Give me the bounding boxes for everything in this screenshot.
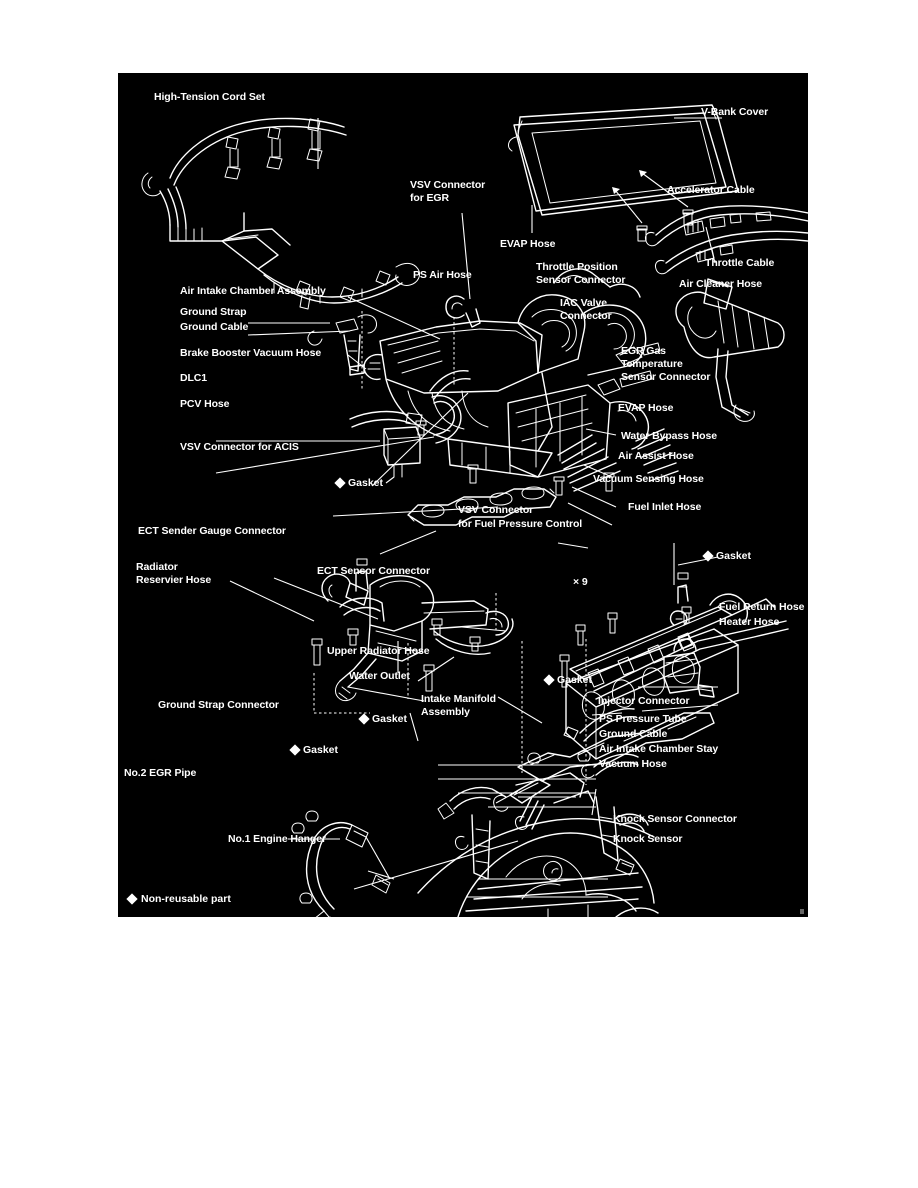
label-egr-gas-temp-line3: Sensor Connector bbox=[621, 371, 711, 383]
gasket-label-3: Gasket bbox=[557, 674, 593, 686]
label-evap-hose-top: EVAP Hose bbox=[500, 238, 556, 250]
right-stack-leaders bbox=[438, 764, 596, 808]
label-dlc1: DLC1 bbox=[180, 372, 208, 384]
diamond-icon bbox=[702, 550, 714, 562]
v-bank-cover-art bbox=[508, 104, 739, 242]
diagram-artwork bbox=[141, 104, 808, 917]
label-vacuum-hose: Vacuum Hose bbox=[599, 758, 667, 770]
label-ps-air-hose: PS Air Hose bbox=[413, 269, 472, 281]
label-ground-cable-top: Ground Cable bbox=[180, 321, 249, 333]
label-throttle-position-sensor-line2: Sensor Connector bbox=[536, 274, 626, 286]
diamond-icon bbox=[289, 744, 301, 756]
label-pcv-hose: PCV Hose bbox=[180, 398, 230, 410]
label-knock-sensor: Knock Sensor bbox=[613, 833, 683, 845]
label-v-bank-cover: V-Bank Cover bbox=[701, 106, 769, 118]
gasket-marker-4: Gasket bbox=[289, 744, 339, 756]
label-no2-egr-pipe: No.2 EGR Pipe bbox=[124, 767, 197, 779]
label-vsv-fuel-pressure-line2: for Fuel Pressure Control bbox=[458, 518, 583, 530]
label-air-cleaner-hose: Air Cleaner Hose bbox=[679, 278, 763, 290]
label-water-bypass-hose: Water Bypass Hose bbox=[621, 430, 717, 442]
label-intake-manifold-assembly-line1: Intake Manifold bbox=[421, 693, 496, 705]
knock-sensor-leaders bbox=[466, 878, 608, 898]
diamond-icon bbox=[358, 713, 370, 725]
label-upper-radiator-hose: Upper Radiator Hose bbox=[327, 645, 430, 657]
air-cleaner-hose-art bbox=[675, 278, 785, 422]
gasket-marker-5: Gasket bbox=[358, 713, 408, 725]
label-iac-valve-line1: IAC Valve bbox=[560, 297, 607, 309]
gasket-label-2: Gasket bbox=[716, 550, 752, 562]
label-air-assist-hose: Air Assist Hose bbox=[618, 450, 694, 462]
label-water-outlet: Water Outlet bbox=[349, 670, 410, 682]
label-evap-hose-mid: EVAP Hose bbox=[618, 402, 674, 414]
label-vsv-connector-egr-line1: VSV Connector bbox=[410, 179, 486, 191]
label-radiator-reservier-hose-line1: Radiator bbox=[136, 561, 178, 573]
label-knock-sensor-connector: Knock Sensor Connector bbox=[613, 813, 737, 825]
leader-lines bbox=[215, 117, 722, 890]
label-radiator-reservier-hose-line2: Reservier Hose bbox=[136, 574, 212, 586]
gasket-label-5: Gasket bbox=[372, 713, 408, 725]
label-intake-manifold-assembly-line2: Assembly bbox=[421, 706, 470, 718]
gasket-label-1: Gasket bbox=[348, 477, 384, 489]
ground-strap-cable-art bbox=[307, 311, 377, 389]
label-fuel-return-hose: Fuel Return Hose bbox=[719, 601, 805, 613]
ps-air-hose-art bbox=[429, 295, 481, 400]
label-egr-gas-temp-line2: Temperature bbox=[621, 358, 683, 370]
gasket-label-4: Gasket bbox=[303, 744, 339, 756]
dlc1-art bbox=[383, 426, 421, 478]
label-vsv-connector-egr-line2: for EGR bbox=[410, 192, 449, 204]
label-ect-sender-gauge-connector: ECT Sender Gauge Connector bbox=[138, 525, 286, 537]
label-ect-sensor-connector: ECT Sensor Connector bbox=[317, 565, 430, 577]
gasket-1-art bbox=[407, 486, 557, 526]
label-injector-connector: Injector Connector bbox=[598, 695, 690, 707]
label-ground-strap-connector: Ground Strap Connector bbox=[158, 699, 279, 711]
label-fuel-inlet-hose: Fuel Inlet Hose bbox=[628, 501, 702, 513]
label-high-tension-cord-set: High-Tension Cord Set bbox=[154, 91, 265, 103]
gasket-marker-3: Gasket bbox=[543, 674, 593, 686]
diagram-panel: High-Tension Cord Set V-Bank Cover VSV C… bbox=[118, 73, 808, 917]
label-air-intake-chamber-stay: Air Intake Chamber Stay bbox=[599, 743, 719, 755]
label-egr-gas-temp-line1: EGR Gas bbox=[621, 345, 666, 357]
gasket-marker-1: Gasket bbox=[334, 477, 384, 489]
label-throttle-cable: Throttle Cable bbox=[705, 257, 775, 269]
label-throttle-position-sensor-line1: Throttle Position bbox=[536, 261, 618, 273]
label-no1-engine-hanger: No.1 Engine Hanger bbox=[228, 833, 326, 845]
intake-manifold-assembly-art bbox=[495, 593, 775, 785]
label-vsv-connector-acis: VSV Connector for ACIS bbox=[180, 441, 299, 453]
label-vacuum-sensing-hose: Vacuum Sensing Hose bbox=[593, 473, 704, 485]
label-ps-pressure-tube: PS Pressure Tube bbox=[599, 713, 687, 725]
label-ground-cable-bottom: Ground Cable bbox=[599, 728, 668, 740]
label-vsv-fuel-pressure-line1: VSV Connector bbox=[458, 504, 534, 516]
legend-text: Non-reusable part bbox=[141, 893, 231, 905]
diamond-icon bbox=[126, 893, 138, 905]
high-tension-cord-set-art bbox=[141, 117, 421, 310]
label-air-intake-chamber-assembly: Air Intake Chamber Assembly bbox=[180, 285, 326, 297]
diamond-icon bbox=[543, 674, 555, 686]
label-iac-valve-line2: Connector bbox=[560, 310, 612, 322]
label-brake-booster-vacuum-hose: Brake Booster Vacuum Hose bbox=[180, 347, 322, 359]
label-heater-hose: Heater Hose bbox=[719, 616, 780, 628]
water-outlet-art bbox=[311, 558, 514, 714]
diamond-icon bbox=[334, 477, 346, 489]
mid-right-hoses-art bbox=[557, 428, 679, 492]
label-bolt-count: × 9 bbox=[573, 576, 588, 588]
gasket-marker-2: Gasket bbox=[702, 550, 752, 562]
label-ground-strap: Ground Strap bbox=[180, 306, 247, 318]
corner-mark bbox=[800, 909, 804, 914]
no2-egr-pipe-art bbox=[291, 810, 391, 917]
legend-non-reusable-part: Non-reusable part bbox=[126, 893, 231, 905]
air-intake-chamber-art bbox=[349, 268, 661, 496]
label-accelerator-cable: Accelerator Cable bbox=[667, 184, 755, 196]
